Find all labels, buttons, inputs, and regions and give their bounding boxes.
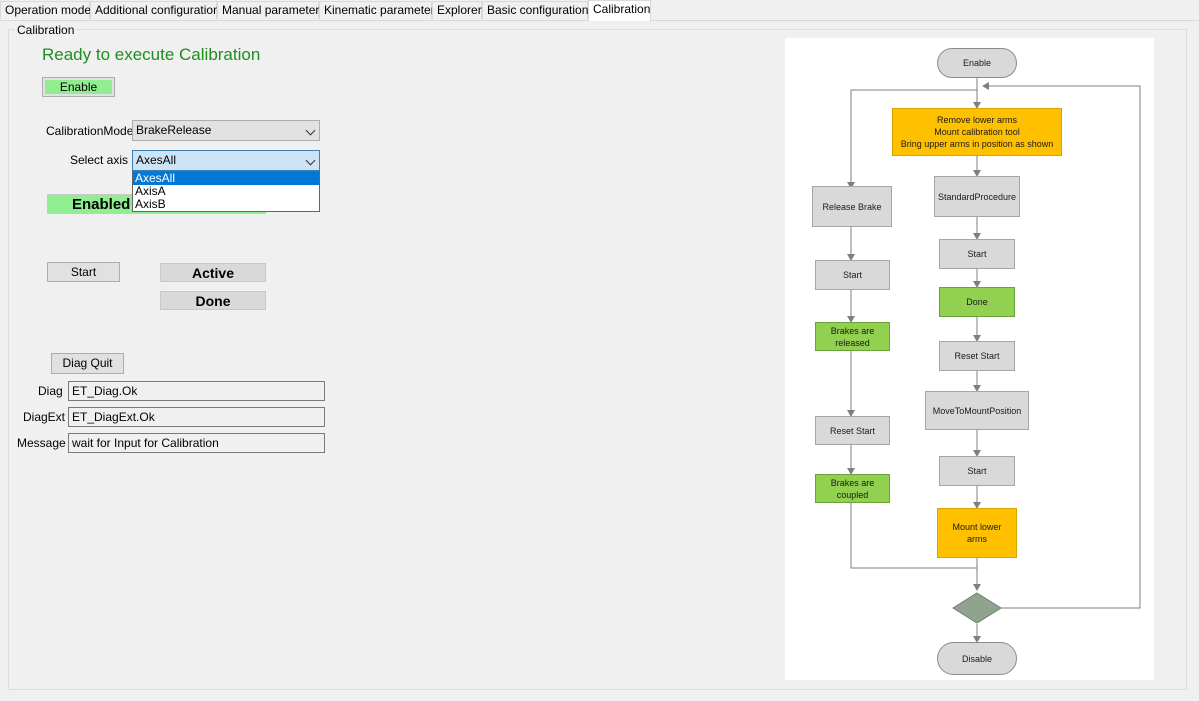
flow-disable: Disable	[937, 642, 1017, 675]
diag-field[interactable]: ET_Diag.Ok	[68, 381, 325, 401]
flow-text: Remove lower arms	[936, 115, 1018, 125]
tab-calibration[interactable]: Calibration	[588, 0, 651, 21]
tab-additional-configurations[interactable]: Additional configurations	[90, 1, 226, 19]
diagext-label: DiagExt	[23, 410, 66, 424]
calibration-mode-label: CalibrationMode	[46, 124, 134, 138]
calibration-groupbox	[8, 29, 1187, 690]
flow-text: released	[835, 337, 870, 348]
done-status: Done	[160, 291, 266, 310]
diag-quit-button[interactable]: Diag Quit	[51, 353, 124, 374]
flow-standard-procedure: StandardProcedure	[934, 176, 1020, 217]
select-axis-label: Select axis	[70, 153, 129, 167]
calibration-flowchart: Enable Remove lower arms Mount calibrati…	[785, 38, 1154, 680]
dropdown-option-axesall[interactable]: AxesAll	[133, 172, 319, 185]
select-axis-dropdown[interactable]: AxesAll AxisA AxisB	[132, 171, 320, 212]
tab-strip: Operation mode Additional configurations…	[0, 0, 1199, 21]
flow-start-right-2: Start	[939, 456, 1015, 486]
diagext-field[interactable]: ET_DiagExt.Ok	[68, 407, 325, 427]
flow-reset-start-left: Reset Start	[815, 416, 890, 445]
flowchart-connectors	[847, 78, 1141, 643]
page-title: Ready to execute Calibration	[42, 45, 261, 64]
flow-enable: Enable	[937, 48, 1017, 78]
flow-done: Done	[939, 287, 1015, 317]
enable-button[interactable]: Enable	[42, 77, 115, 97]
tab-basic-configurations[interactable]: Basic configurations	[482, 1, 594, 19]
flow-mount-lower-arms: Mount lower arms	[937, 508, 1017, 558]
flow-reset-start-right: Reset Start	[939, 341, 1015, 371]
flow-start-right: Start	[939, 239, 1015, 269]
flow-text: Mount lower	[952, 522, 1002, 532]
select-axis-value: AxesAll	[136, 153, 177, 167]
flow-move-to-mount-position: MoveToMountPosition	[925, 391, 1029, 430]
enable-button-label: Enable	[45, 80, 112, 94]
calibration-mode-select[interactable]: BrakeRelease	[132, 120, 320, 141]
message-label: Message	[17, 436, 66, 450]
groupbox-title: Calibration	[14, 23, 78, 37]
flow-text: Brakes are	[830, 325, 875, 336]
flow-remove-lower-arms: Remove lower arms Mount calibration tool…	[892, 108, 1062, 156]
chevron-down-icon	[305, 155, 316, 166]
active-status: Active	[160, 263, 266, 282]
calibration-mode-value: BrakeRelease	[136, 123, 212, 137]
flow-brakes-coupled: Brakes are coupled	[815, 474, 890, 503]
flow-brakes-released: Brakes are released	[815, 322, 890, 351]
flow-start-left: Start	[815, 260, 890, 290]
flow-text: Brakes are	[830, 477, 875, 488]
chevron-down-icon	[305, 125, 316, 136]
dropdown-option-axisb[interactable]: AxisB	[135, 197, 166, 211]
dropdown-option-axisa[interactable]: AxisA	[135, 184, 166, 198]
tab-operation-mode[interactable]: Operation mode	[0, 1, 91, 19]
diag-label: Diag	[38, 384, 63, 398]
message-field[interactable]: wait for Input for Calibration	[68, 433, 325, 453]
flow-release-brake: Release Brake	[812, 186, 892, 227]
flow-text: Bring upper arms in position as shown	[900, 139, 1054, 149]
flow-text: Mount calibration tool	[934, 127, 1020, 137]
tab-kinematic-parameters[interactable]: Kinematic parameters	[319, 1, 441, 19]
start-button[interactable]: Start	[47, 262, 120, 282]
tab-explorer[interactable]: Explorer	[432, 1, 482, 19]
decision-diamond	[952, 592, 1002, 624]
flow-text: arms	[967, 534, 987, 544]
flow-text: coupled	[836, 489, 869, 500]
select-axis-select[interactable]: AxesAll	[132, 150, 320, 171]
tab-manual-parameters[interactable]: Manual parameters	[217, 1, 325, 19]
